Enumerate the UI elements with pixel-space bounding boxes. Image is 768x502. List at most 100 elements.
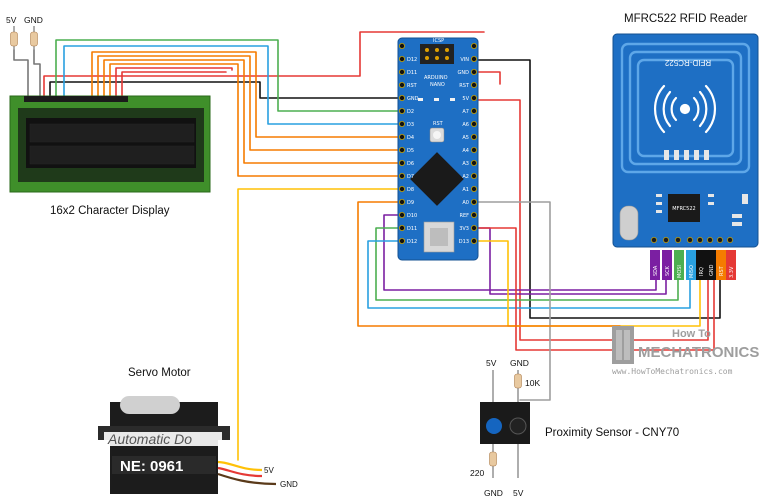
wire-lcd-d4 (63, 45, 399, 125)
wireless-icon (654, 84, 716, 134)
pin-label: D9 (407, 200, 414, 206)
rfid-board-title: RFID-RC522 (664, 58, 711, 67)
wire-lcd-d6 (97, 55, 399, 151)
pin-label: D10 (407, 213, 417, 219)
pin-label: RST (459, 83, 470, 89)
pin-label: VIN (460, 57, 469, 63)
servo-sticker-line2: NE: 0961 (120, 458, 183, 475)
icsp-label: ICSP (433, 38, 444, 44)
rfid-pin-label: SDA (653, 265, 659, 276)
wire-5v-to-rfid (469, 99, 709, 341)
wire-sensor-signal (469, 201, 551, 401)
rfid-pin-label: MISO (689, 265, 695, 278)
pin-label: D7 (407, 174, 414, 180)
logo-url: www.HowToMechatronics.com (612, 367, 733, 376)
servo-5v-label: 5V (264, 466, 274, 475)
rfid-pin-label: SCK (665, 265, 671, 276)
resistor (489, 451, 497, 467)
wire-lcd-contrast (13, 49, 29, 97)
pin-label: GND (458, 70, 470, 76)
lcd-header-pins (24, 96, 128, 102)
howtomechatronics-logo: How To MECHATRONICS www.HowToMechatronic… (612, 326, 759, 376)
pin-label: D13 (459, 239, 469, 245)
wires (13, 31, 721, 461)
wire-lcd-backlight (33, 49, 41, 97)
proximity-sensor: 5V GND 10K Proximity Sensor - CNY70 220 … (470, 358, 679, 498)
reset-label: RST (433, 121, 444, 127)
wire-5v-rail (469, 71, 501, 85)
pin-label: D8 (407, 187, 414, 193)
arduino-right-pins (470, 43, 477, 244)
resistor (30, 31, 38, 47)
pin-label: D2 (407, 109, 414, 115)
pin-label: GND (407, 96, 419, 102)
wire-gnd-rail (469, 59, 721, 319)
pin-label: RST (407, 83, 418, 89)
rfid-pin-label: MOSI (677, 265, 683, 278)
prox-5v-label: 5V (486, 358, 497, 368)
pin-label: D6 (407, 161, 414, 167)
pin-label: A0 (462, 200, 469, 206)
wire-lcd-en (55, 39, 399, 112)
top-resistors: 5V GND (6, 15, 43, 50)
servo-sticker-line1: Automatic Do (107, 431, 192, 447)
pin-label: 3V3 (459, 226, 469, 232)
wire-lcd-d5 (91, 51, 399, 138)
resistor (514, 373, 522, 389)
servo-label: Servo Motor (128, 367, 191, 379)
pin-label: A3 (462, 161, 469, 167)
top-gnd-label: GND (24, 15, 43, 25)
arduino-right-pin-labels: VIN GND RST 5V A7 A6 A5 A4 A3 A2 A1 A0 R… (458, 57, 470, 245)
prox-gnd-label: GND (510, 358, 529, 368)
prox-label: Proximity Sensor - CNY70 (545, 427, 679, 439)
rfid-chip-label: MFRC522 (672, 206, 695, 212)
resistor (10, 31, 18, 47)
res-10k-label: 10K (525, 378, 540, 388)
wire-lcd-gnd (49, 81, 399, 99)
pin-label: A4 (462, 148, 469, 154)
rfid-pin-label: IRQ (699, 267, 705, 276)
arduino-left-pin-labels: D12 D11 RST GND D2 D3 D4 D5 D6 D7 D8 D9 … (407, 57, 419, 245)
wire-rfid-miso (367, 240, 691, 309)
arduino-nano: ICSP ARDUINO NANO RST (397, 37, 479, 261)
wire-rfid-33v (469, 227, 715, 351)
bottom-gnd-label: GND (484, 488, 503, 498)
pin-label: 5V (462, 96, 469, 102)
pin-label: A5 (462, 135, 469, 141)
top-5v-label: 5V (6, 15, 17, 25)
wire-lcd-d9 (115, 67, 233, 97)
pin-label: A2 (462, 174, 469, 180)
res-220-label: 220 (470, 468, 484, 478)
wire-servo-signal (237, 188, 399, 461)
pin-label: D5 (407, 148, 414, 154)
arduino-model: NANO (430, 82, 445, 88)
wire-rfid-sda (383, 214, 657, 291)
pin-label: D11 (407, 226, 417, 232)
pin-label: A1 (462, 187, 469, 193)
lcd-display: 16x2 Character Display (9, 95, 211, 217)
logo-line2: MECHATRONICS (638, 344, 759, 361)
pin-label: D11 (407, 70, 417, 76)
pin-label: A7 (462, 109, 469, 115)
servo-motor: Servo Motor Automatic Do NE: 0961 5V GND (98, 367, 298, 494)
rfid-header (651, 237, 733, 243)
arduino-left-pins (398, 43, 405, 244)
bottom-5v-label: 5V (513, 488, 524, 498)
pin-label: REF (459, 213, 469, 219)
rfid-reader: MFRC522 RFID Reader RFID-RC522 MFRC522 (612, 13, 759, 280)
pin-label: D12 (407, 57, 417, 63)
rfid-pin-label: RST (719, 265, 725, 276)
arduino-name: ARDUINO (424, 75, 448, 81)
pin-label: D12 (407, 239, 417, 245)
rfid-pin-tags (650, 250, 736, 280)
lcd-char-cells (29, 123, 195, 165)
wire-lcd-rs (43, 31, 485, 97)
servo-gnd-label: GND (280, 480, 298, 489)
wire-lcd-d7 (103, 59, 399, 164)
logo-line1: How To (672, 328, 711, 340)
pin-label: D4 (407, 135, 414, 141)
wire-lcd-d8 (109, 63, 399, 177)
pin-label: A6 (462, 122, 469, 128)
wire-lcd-vcc (121, 71, 227, 97)
